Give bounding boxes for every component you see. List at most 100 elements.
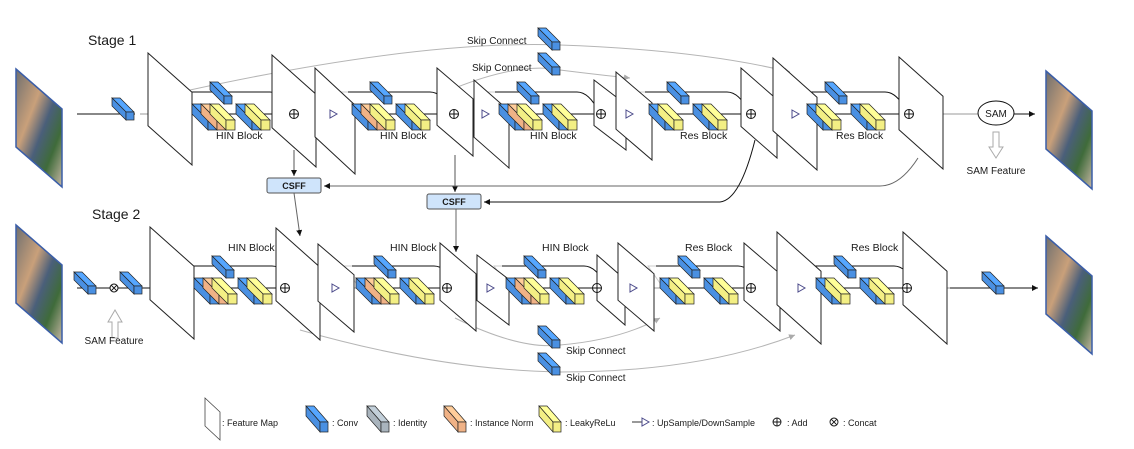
s1-block-1-layer-2 [235,103,271,131]
sam-label: SAM [985,109,1007,120]
s1-skip-conv-icon-2 [537,52,561,76]
sam-feature-arrow-icon [988,131,1004,159]
legend-instance-norm-icon [443,405,467,433]
s2-block-3-layer-2 [549,277,585,305]
legend-leaky-relu-icon [538,405,562,433]
s2-block-2-layer-2-slice-1 [408,277,435,305]
s1-block-label-5: Res Block [836,130,884,142]
s1-block-2-branch-conv-icon [369,81,393,105]
s2-output-conv-icon [981,271,1005,295]
s1-feature-map-3 [314,66,356,176]
s1-feature-map-1 [147,51,193,167]
s2-block-2-layer-1-slice-2 [373,277,400,305]
legend-updown-sample-label: : UpSample/DownSample [652,418,755,428]
s1-sam-feature-label: SAM Feature [967,166,1026,177]
s2-feature-map-8 [743,241,781,333]
s2-feature-map-10 [902,230,948,346]
s1-block-5-layer-1-slice-1-front [831,119,842,131]
s2-feature-map-4 [439,241,477,333]
s2-output-conv-icon-front [995,285,1005,295]
s2-block-3-layer-1-slice-2-front [539,293,550,305]
s1-block-5-layer-2-slice-1 [859,103,886,131]
s2-concat-icon-x [110,284,118,292]
s2-add-icon-5 [902,283,912,293]
s1-block-4-layer-2-slice-1 [701,103,728,131]
blocks [73,27,1005,376]
s2-block-5-layer-1 [815,277,851,305]
s1-skip-conv-icon-1 [537,27,561,51]
s1-skip-conv-icon-2-front [551,66,561,76]
s2-feature-map-5 [476,253,510,327]
s2-block-4-branch-return [647,265,663,287]
s1-add-icon-4 [746,109,756,119]
s1-block-1-layer-2-slice-1-front [260,119,271,131]
s1-add-icon-3-cross [596,109,606,119]
s1-add-icon-3 [596,109,606,119]
s1-block-5-branch-conv-icon-front [838,95,848,105]
s2-skip-conv-icon-2-front [551,366,561,376]
s2-add-icon-4-cross [746,283,756,293]
s1-block-3-branch-conv-icon-front [530,95,540,105]
legend-conv-label: : Conv [332,418,359,428]
output-image-stage-2-frame [1045,234,1093,356]
s2-add-icon-5-cross [902,283,912,293]
legend-identity-icon [366,405,390,433]
s1-block-4-layer-1-slice-1 [657,103,684,131]
s2-sam-feature-arrow-icon [107,309,123,339]
input-image-stage-2-frame [15,223,63,345]
legend-leaky-relu-cuboid [538,405,562,433]
s1-block-4-layer-2-slice-1-front [717,119,728,131]
s2-input-conv-2-icon [119,271,143,295]
s2-block-label-2: HIN Block [390,242,437,254]
s2-block-1-branch-conv-icon [211,255,235,279]
s2-block-2-branch-conv-icon-front [387,269,397,279]
csff-label-2: CSFF [442,197,466,207]
s1-skip-label-2: Skip Connect [472,63,532,74]
s1-block-4-branch-conv-icon [666,81,690,105]
s2-block-label-5: Res Block [851,242,899,254]
s2-updown-icon-2 [486,283,496,293]
s1-input-conv-icon [111,97,135,121]
s2-updown-icon-4 [797,283,807,293]
s1-block-4-layer-1 [648,103,684,131]
s1-block-4-branch-conv-icon-front [680,95,690,105]
s2-block-4-layer-1-slice-1 [668,277,695,305]
s1-add-icon-5 [904,109,914,119]
legend-feature-map-label: : Feature Map [222,418,278,428]
s2-skip-conv-icon-1-front [551,339,561,349]
s2-skip-conv-icon-1 [537,325,561,349]
s2-block-3-layer-1 [505,277,550,305]
s1-block-1-layer-1-slice-2 [209,103,236,131]
s2-skip-conv-icon-2 [537,352,561,376]
s1-block-3-layer-2 [542,103,578,131]
legend-add-label: : Add [787,418,808,428]
s2-block-1-branch-conv-icon-front [225,269,235,279]
s2-block-5-layer-2-slice-1 [868,277,895,305]
s1-block-3-layer-2-slice-1 [551,103,578,131]
s1-block-5-layer-2 [850,103,886,131]
s2-add-icon-4 [746,283,756,293]
s1-block-2-layer-2 [395,103,431,131]
s1-block-5-layer-1-slice-1 [815,103,842,131]
csff-1-return-line [324,157,919,189]
s2-skip-label-2: Skip Connect [566,373,626,384]
csff-box-2 [426,193,482,210]
output-image-stage-1-frame [1045,69,1093,191]
input-image-stage-1-frame [15,67,63,189]
s1-block-1-layer-1-slice-2-front [225,119,236,131]
s1-block-2-layer-2-slice-1 [404,103,431,131]
s2-block-1-layer-2-slice-1-front [262,293,273,305]
s2-input-conv-1-icon-front [87,285,97,295]
s2-block-3-branch-conv-icon [523,255,547,279]
s2-block-5-layer-2 [859,277,895,305]
output-image-stage-2 [1045,234,1093,356]
s2-block-2-branch-conv-icon [373,255,397,279]
s1-block-1-layer-1 [191,103,236,131]
s1-block-5-branch-conv-icon [824,81,848,105]
s1-skip-arc-1 [189,44,791,91]
s1-block-label-1: HIN Block [216,130,263,142]
legend-leaky-relu-label: : LeakyReLu [565,418,616,428]
s1-add-icon-2-cross [449,109,459,119]
s2-block-4-branch-conv-icon [677,255,701,279]
